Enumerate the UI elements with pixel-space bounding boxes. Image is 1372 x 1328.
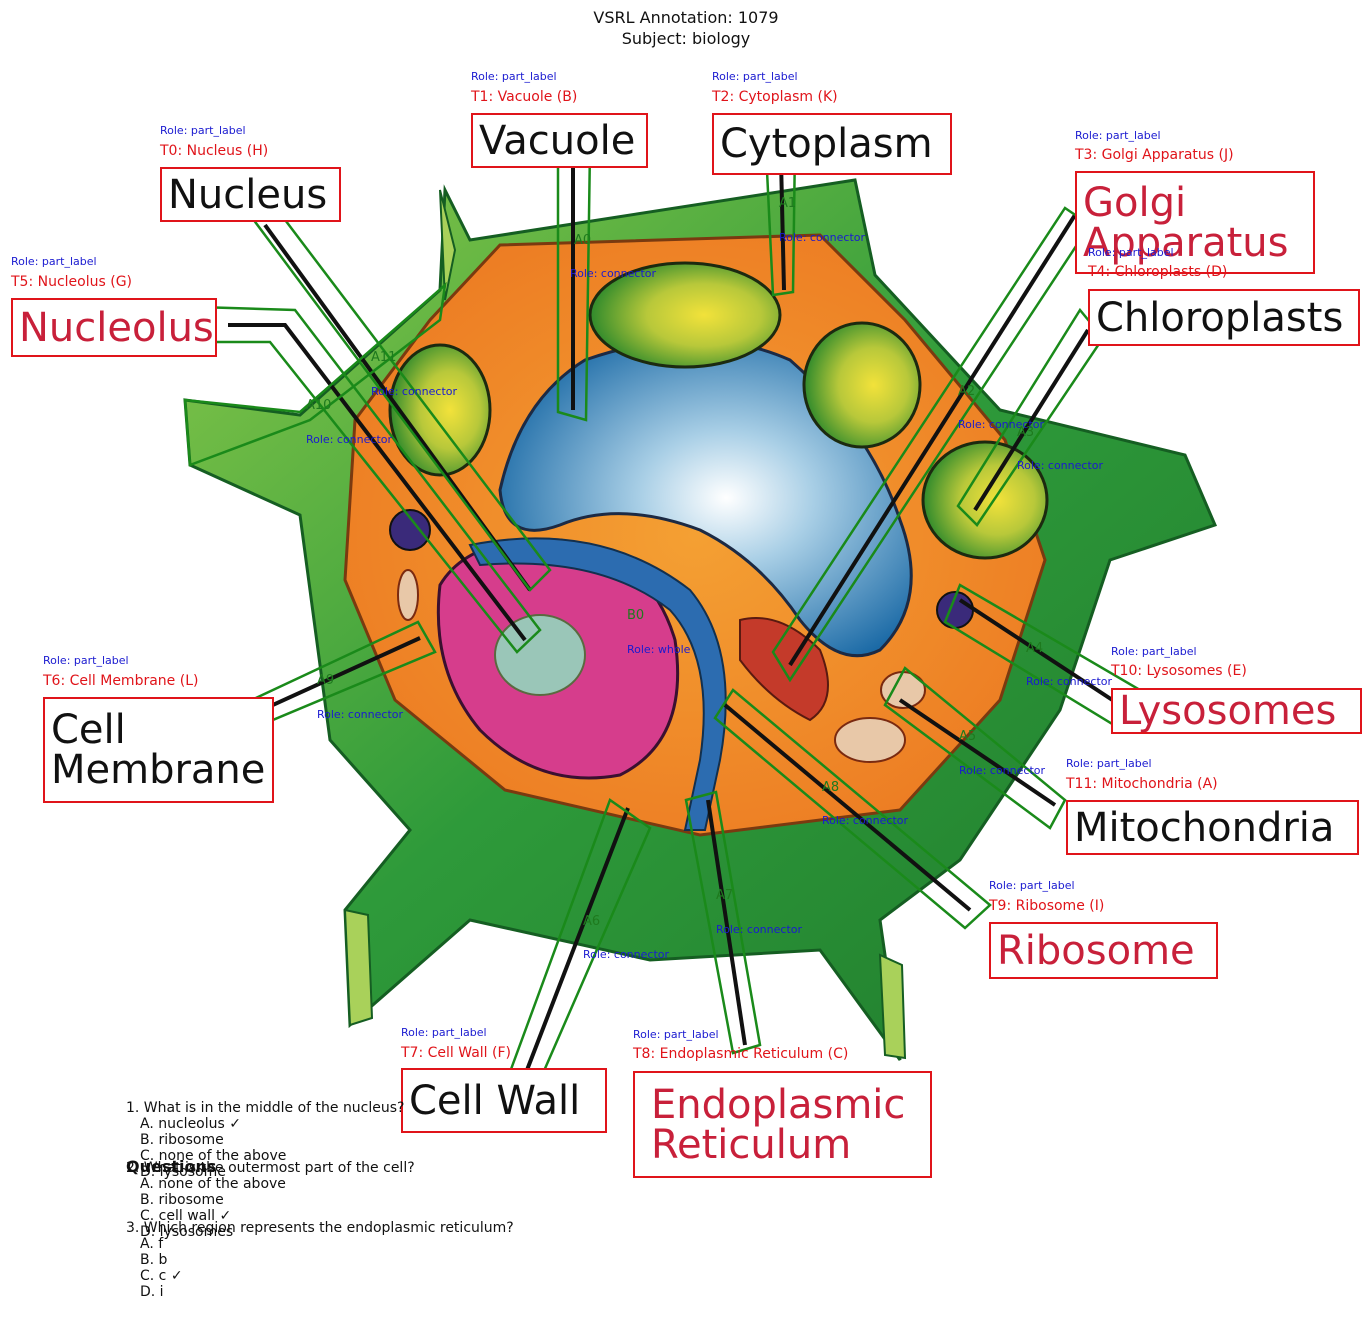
connector-role: Role: connector (306, 433, 393, 446)
nucleolus-shape (494, 614, 586, 696)
chloroplast-shape (388, 343, 492, 477)
connector-id: A1 (779, 196, 797, 211)
label-role: Role: part_label (11, 255, 97, 268)
cell-membrane-label-box: Cell Membrane (43, 697, 274, 803)
label-role: Role: part_label (1088, 246, 1174, 259)
connector-id: A5 (959, 729, 977, 744)
connector-role: Role: connector (959, 764, 1046, 777)
question-text: 1. What is in the middle of the nucleus? (126, 1100, 405, 1116)
answer-option: A. none of the above (140, 1176, 286, 1192)
vacuole-label-box: Vacuole (471, 113, 648, 168)
label-name: T2: Cytoplasm (K) (712, 89, 838, 105)
label-name: T3: Golgi Apparatus (J) (1075, 147, 1234, 163)
er-label-box: Endoplasmic Reticulum (633, 1071, 932, 1178)
chloroplast-shape (802, 321, 922, 449)
answer-option: D. lysosome (140, 1164, 226, 1180)
answer-option: D. lysosomes (140, 1224, 234, 1240)
label-name: T5: Nucleolus (G) (11, 274, 133, 290)
label-role: Role: part_label (633, 1028, 719, 1041)
connector-role: Role: connector (1017, 459, 1104, 472)
label-name: T0: Nucleus (H) (160, 143, 269, 159)
answer-option: A. f (140, 1236, 164, 1252)
label-role: Role: part_label (471, 70, 557, 83)
label-role: Role: part_label (401, 1026, 487, 1039)
answer-option: B. ribosome (140, 1132, 224, 1148)
label-role: Role: part_label (43, 654, 129, 667)
label-role: Role: part_label (1111, 645, 1197, 658)
connector-id: A3 (1017, 425, 1035, 440)
mitochondria-label-box: Mitochondria (1066, 800, 1359, 855)
connector-role: Role: connector (1026, 675, 1113, 688)
question-text: 3. Which region represents the endoplasm… (126, 1220, 514, 1236)
answer-option: C. c ✓ (140, 1268, 183, 1284)
label-role: Role: part_label (989, 879, 1075, 892)
label-name: T7: Cell Wall (F) (401, 1045, 511, 1061)
label-role: Role: part_label (1075, 129, 1161, 142)
annotation-title: VSRL Annotation: 1079 (593, 8, 779, 27)
question-2: 2. What is the outermost part of the cel… (126, 1160, 415, 1240)
connector-id: A6 (583, 914, 601, 929)
connector-id: A0 (574, 233, 592, 248)
connector-role: Role: connector (716, 923, 803, 936)
connector-id: A10 (306, 398, 332, 413)
cell-wall-label-box: Cell Wall (401, 1068, 607, 1133)
golgi-label-box: Golgi Apparatus (1075, 171, 1315, 274)
question-text: 2. What is the outermost part of the cel… (126, 1160, 415, 1176)
lysosomes-label-box: Lysosomes (1111, 688, 1362, 734)
answer-option: B. ribosome (140, 1192, 224, 1208)
nucleus-label-box: Nucleus (160, 167, 341, 222)
label-name: T6: Cell Membrane (L) (43, 673, 199, 689)
chloroplast-shape (588, 261, 782, 369)
question-3: 3. Which region represents the endoplasm… (126, 1220, 514, 1300)
label-name: T1: Vacuole (B) (471, 89, 578, 105)
mitochondria-shape (397, 569, 419, 621)
connector-id: A7 (716, 888, 734, 903)
answer-option: B. b (140, 1252, 168, 1268)
questions-title: Questions (126, 1157, 217, 1176)
cytoplasm-label-box: Cytoplasm (712, 113, 952, 175)
connector-role: Role: connector (570, 267, 657, 280)
question-1: 1. What is in the middle of the nucleus?… (126, 1100, 404, 1180)
lysosome-shape (389, 509, 431, 551)
connector-id: A2 (958, 384, 976, 399)
answer-option: C. cell wall ✓ (140, 1208, 232, 1224)
connector-role: Role: connector (958, 418, 1045, 431)
connector-role: Role: connector (317, 708, 404, 721)
answer-option: C. none of the above (140, 1148, 287, 1164)
label-name: T4: Chloroplasts (D) (1088, 264, 1228, 280)
connector-id: A4 (1026, 641, 1044, 656)
questions-block: 1. What is in the middle of the nucleus?… (126, 1100, 514, 1300)
connector-role: Role: connector (583, 948, 670, 961)
connector-role: Role: connector (371, 385, 458, 398)
label-name: T9: Ribosome (I) (989, 898, 1105, 914)
connector-role: Role: connector (822, 814, 909, 827)
answer-option: A. nucleolus ✓ (140, 1116, 241, 1132)
whole-role: Role: whole (627, 643, 691, 656)
connector-id: A8 (822, 780, 840, 795)
mitochondria-shape (834, 717, 906, 763)
ribosome-label-box: Ribosome (989, 922, 1218, 979)
label-name: T8: Endoplasmic Reticulum (C) (633, 1046, 849, 1062)
answer-option: D. i (140, 1284, 164, 1300)
connector-id: A9 (317, 673, 335, 688)
label-role: Role: part_label (160, 124, 246, 137)
er-shape (468, 537, 727, 831)
whole-id: B0 (627, 608, 645, 623)
chloroplast-shape (921, 440, 1049, 560)
connector-id: A11 (371, 350, 397, 365)
connector-role: Role: connector (779, 231, 866, 244)
label-name: T11: Mitochondria (A) (1066, 776, 1218, 792)
label-name: T10: Lysosomes (E) (1111, 663, 1247, 679)
subject-title: Subject: biology (621, 29, 751, 48)
label-role: Role: part_label (1066, 757, 1152, 770)
nucleolus-label-box: Nucleolus (11, 298, 217, 357)
chloroplasts-label-box: Chloroplasts (1088, 289, 1360, 346)
label-role: Role: part_label (712, 70, 798, 83)
